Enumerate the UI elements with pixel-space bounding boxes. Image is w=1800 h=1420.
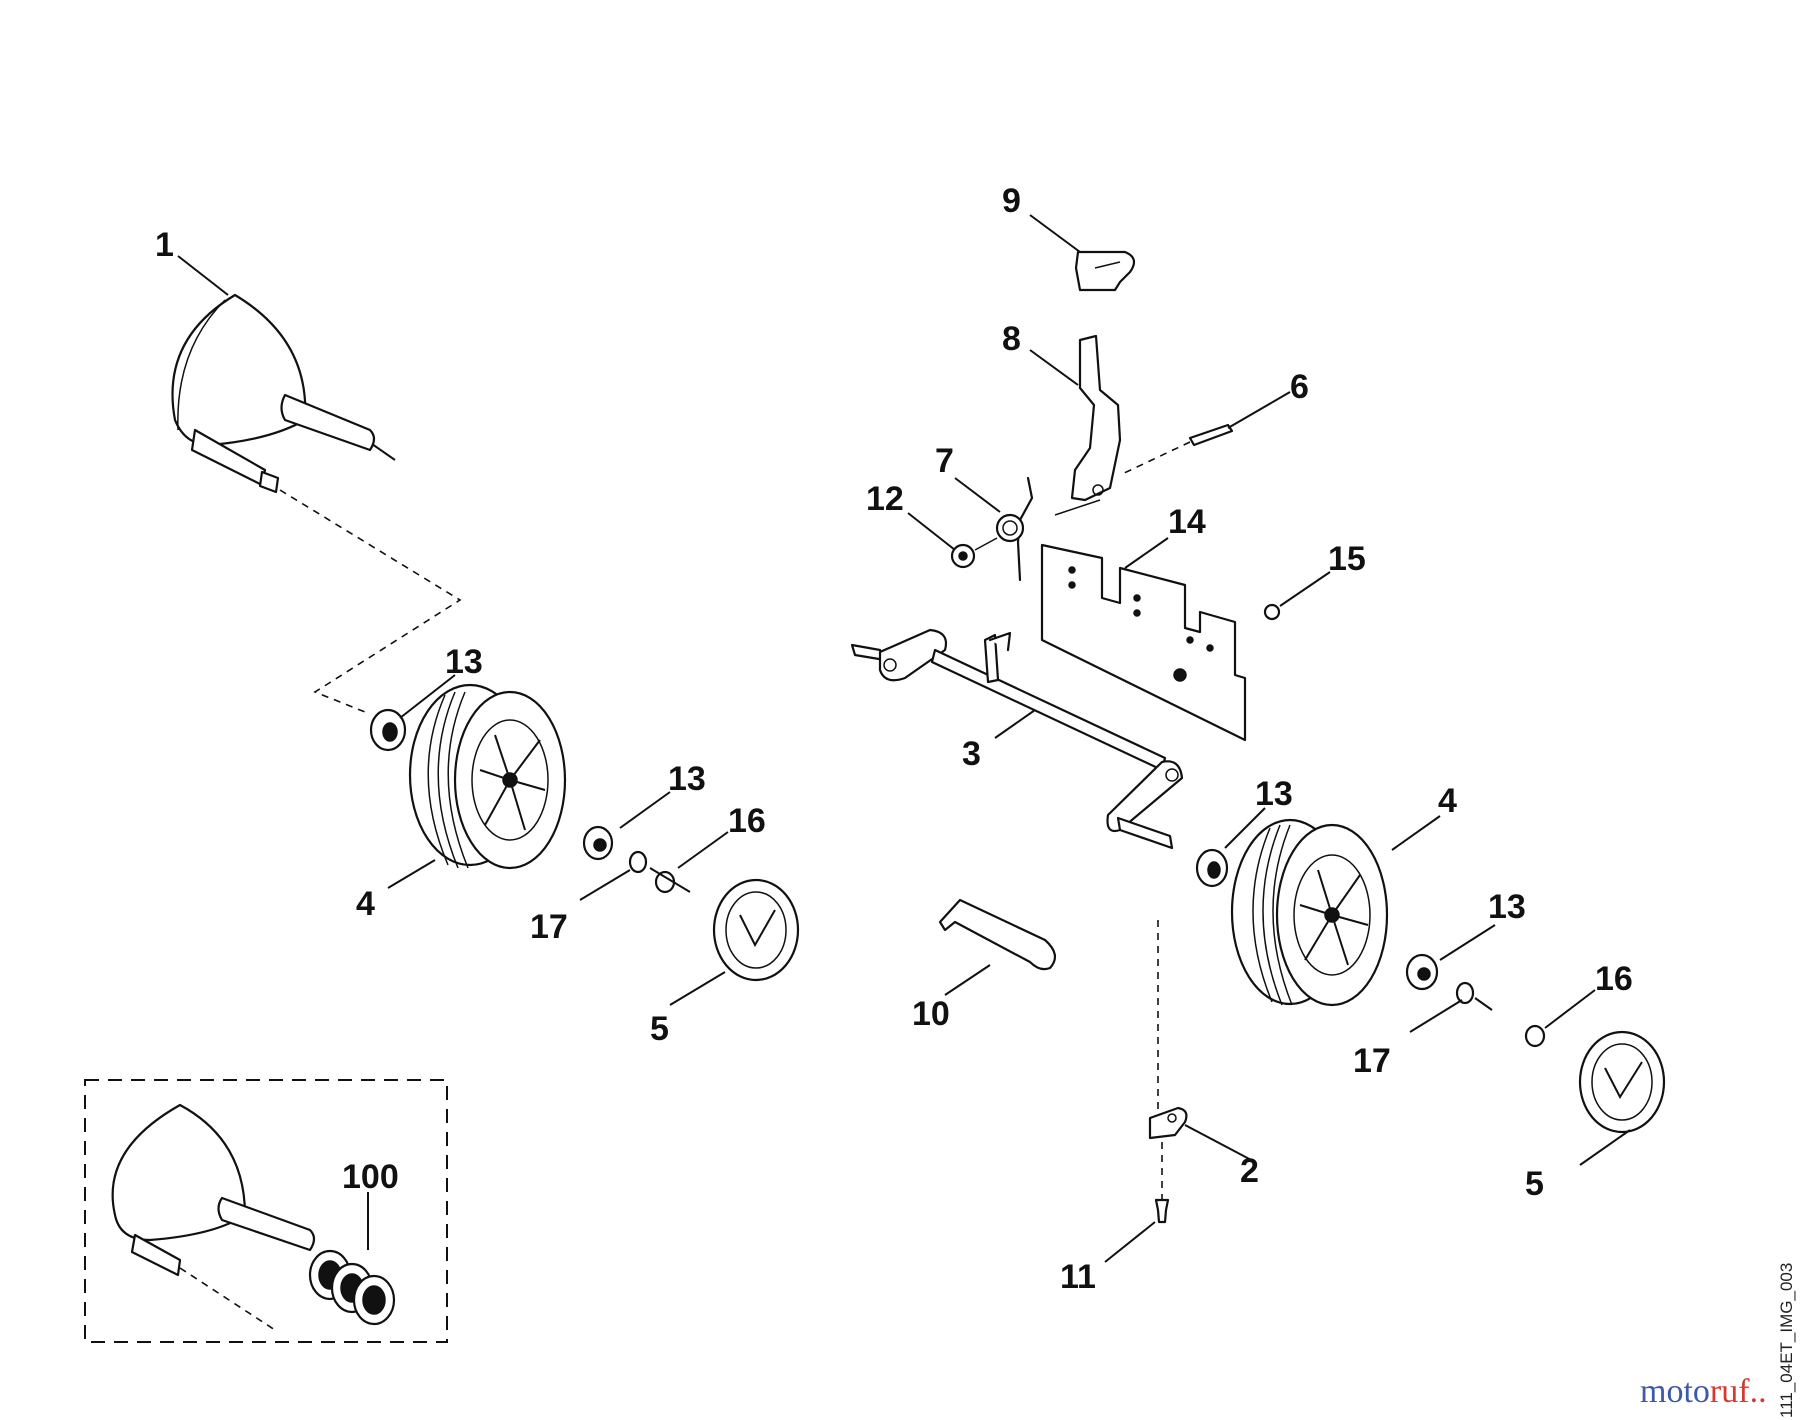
part-11-screw <box>1154 1198 1170 1224</box>
part-7-spring <box>995 476 1034 582</box>
part-15-screw-installed <box>1173 668 1187 682</box>
part-17-washer-right <box>1455 981 1475 1005</box>
callout-2: 2 <box>1240 1152 1259 1190</box>
part-4-wheel-right <box>1230 818 1389 1007</box>
assembly-line-6-to-8 <box>1119 441 1191 476</box>
callout-10: 10 <box>912 995 950 1033</box>
watermark-suffix: .. <box>1750 1373 1767 1410</box>
watermark-logo: motoruf.. <box>1640 1373 1767 1410</box>
callout-17-left: 17 <box>530 908 568 946</box>
callout-16-right: 16 <box>1595 960 1633 998</box>
callout-7: 7 <box>935 442 954 480</box>
callout-6: 6 <box>1290 368 1309 406</box>
part-5-hubcap-left <box>712 878 800 982</box>
part-12-nut <box>950 543 976 569</box>
callout-4-left: 4 <box>356 885 375 923</box>
part-14-plate <box>1040 543 1247 742</box>
part-13-bushing-left-outer <box>582 825 614 861</box>
callout-100: 100 <box>342 1158 399 1196</box>
watermark-letter: m <box>1640 1373 1666 1410</box>
watermark-letter: r <box>1710 1373 1722 1410</box>
callout-14: 14 <box>1168 503 1206 541</box>
part-13-bushing-right-inner <box>1195 848 1229 888</box>
watermark-letter: o <box>1666 1373 1683 1410</box>
callout-5-left: 5 <box>650 1010 669 1048</box>
callout-13-left-outer: 13 <box>668 760 706 798</box>
part-5-hubcap-right <box>1578 1030 1666 1134</box>
part-17-washer-left <box>628 850 648 874</box>
part-16-nut-left <box>654 870 676 894</box>
watermark-letter: t <box>1683 1373 1693 1410</box>
watermark-letter: f <box>1738 1373 1750 1410</box>
part-15-screw <box>1263 603 1281 621</box>
part-10-retaining-clip <box>938 898 1057 971</box>
image-code: 111_04ET_IMG_003 <box>1777 1263 1796 1418</box>
callout-13-right-inner: 13 <box>1255 775 1293 813</box>
callout-11: 11 <box>1060 1258 1096 1296</box>
watermark-letter: o <box>1693 1373 1710 1410</box>
callout-12: 12 <box>866 480 904 518</box>
part-1-housing-axle <box>171 293 396 494</box>
callout-9: 9 <box>1002 182 1021 220</box>
part-8-lever <box>1070 334 1122 502</box>
callout-17-right: 17 <box>1353 1042 1391 1080</box>
callout-16-left: 16 <box>728 802 766 840</box>
leader-lines <box>177 214 1631 1263</box>
callout-4-right: 4 <box>1438 782 1457 820</box>
callout-1: 1 <box>155 226 174 264</box>
part-2-bracket <box>1148 1106 1188 1140</box>
callout-15: 15 <box>1328 540 1366 578</box>
part-9-knob <box>1074 250 1136 292</box>
callout-8: 8 <box>1002 320 1021 358</box>
part-13-bushing-right-outer <box>1405 953 1439 991</box>
inset-alternative-assembly <box>84 1079 448 1343</box>
callout-numbers: 1 13 4 13 16 17 5 100 9 8 6 7 12 14 15 3… <box>155 182 1633 1296</box>
part-3-axle-crank <box>850 628 1184 850</box>
assembly-line-1-to-13 <box>279 489 462 713</box>
callout-13-left-inner: 13 <box>445 643 483 681</box>
part-13-bushing-left-inner <box>369 708 407 752</box>
callout-5-right: 5 <box>1525 1165 1544 1203</box>
part-16-nut-right <box>1524 1024 1546 1048</box>
callout-13-right-outer: 13 <box>1488 888 1526 926</box>
part-4-wheel-left <box>408 683 567 870</box>
callout-3: 3 <box>962 735 981 773</box>
part-6-pin <box>1188 423 1234 447</box>
watermark-letter: u <box>1721 1373 1738 1410</box>
part-100-drive-unit <box>308 1249 396 1326</box>
